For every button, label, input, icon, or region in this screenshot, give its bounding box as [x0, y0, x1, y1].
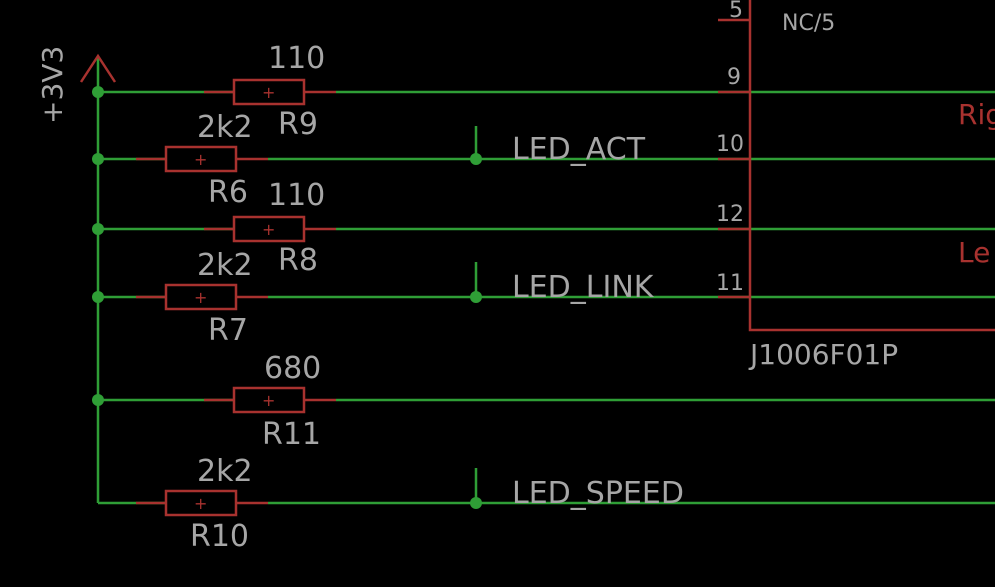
- svg-text:+: +: [194, 150, 207, 169]
- junction-dot: [92, 223, 104, 235]
- junction-dot: [470, 291, 482, 303]
- svg-text:+: +: [262, 83, 275, 102]
- net-label-led-link[interactable]: LED_LINK: [512, 270, 655, 305]
- resistor-value: 2k2: [197, 454, 253, 489]
- pin-number: 11: [716, 271, 744, 296]
- connector-j1006f01p[interactable]: 5 9 10 12 11 NC/5 Rig Le J1006F01P: [716, 0, 995, 371]
- resistor-ref: R8: [278, 243, 318, 278]
- resistor-value: 110: [268, 41, 325, 76]
- resistor-ref: R11: [262, 417, 321, 452]
- resistor-value: 2k2: [197, 110, 253, 145]
- pin-name-left: Le: [958, 236, 990, 269]
- resistor-ref: R6: [208, 175, 248, 210]
- pin-number: 5: [729, 0, 743, 23]
- resistor-ref: R9: [278, 107, 318, 142]
- junction-dot: [470, 497, 482, 509]
- net-label-led-speed[interactable]: LED_SPEED: [512, 476, 684, 511]
- row-r11: + 680 R11: [92, 351, 995, 452]
- svg-text:+: +: [262, 391, 275, 410]
- pin-number: 10: [716, 132, 744, 157]
- row-r6: + 2k2 R6 LED_ACT: [92, 110, 995, 210]
- resistor-value: 680: [264, 351, 321, 386]
- svg-text:+: +: [194, 288, 207, 307]
- supply-symbol[interactable]: +3V3: [36, 46, 117, 124]
- row-r10: + 2k2 R10 LED_SPEED: [98, 454, 995, 554]
- resistor-value: 2k2: [197, 248, 253, 283]
- net-label-led-act[interactable]: LED_ACT: [512, 132, 646, 167]
- row-r9: + 110 R9: [92, 41, 995, 142]
- junction-dot: [92, 291, 104, 303]
- connector-name: J1006F01P: [748, 338, 898, 371]
- resistor-ref: R7: [208, 313, 248, 348]
- svg-text:+: +: [194, 494, 207, 513]
- pin-name-right: Rig: [958, 98, 995, 131]
- connector-body: [748, 0, 995, 332]
- resistor-value: 110: [268, 178, 325, 213]
- pin-name-nc5: NC/5: [782, 11, 835, 36]
- supply-label: +3V3: [36, 46, 69, 124]
- junction-dot: [92, 153, 104, 165]
- pin-number: 12: [716, 202, 744, 227]
- row-r8: + 110 R8: [92, 178, 995, 278]
- resistor-ref: R10: [190, 519, 249, 554]
- row-r7: + 2k2 R7 LED_LINK: [92, 248, 995, 348]
- pin-number: 9: [727, 65, 741, 90]
- svg-text:+: +: [262, 220, 275, 239]
- junction-dot: [470, 153, 482, 165]
- junction-dot: [92, 86, 104, 98]
- junction-dot: [92, 394, 104, 406]
